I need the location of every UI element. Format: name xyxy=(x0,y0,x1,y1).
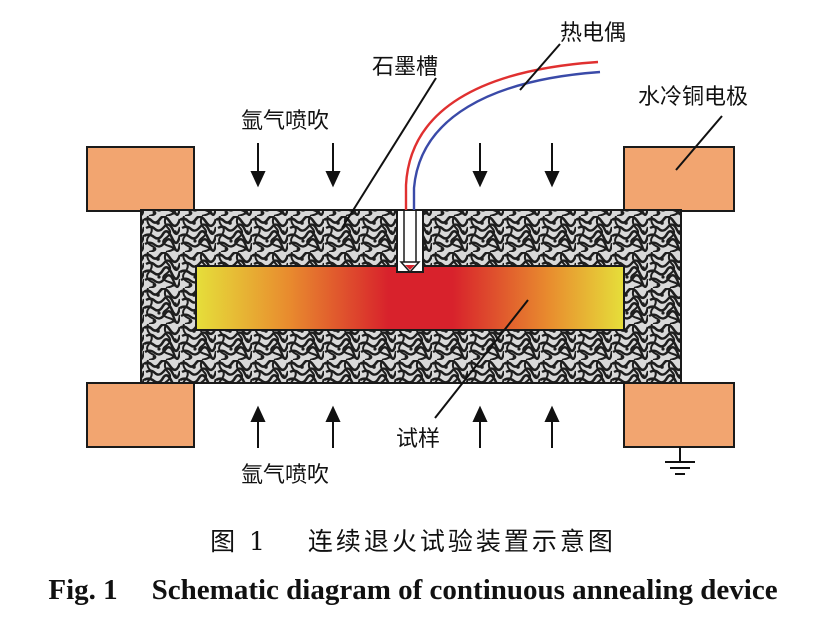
electrode-bottom-right xyxy=(623,382,735,448)
annealing-device-diagram: 热电偶 石墨槽 水冷铜电极 氩气喷吹 氩气喷吹 试样 xyxy=(86,21,749,488)
caption-chinese: 图 1 连续退火试验装置示意图 xyxy=(0,522,826,558)
leader-thermocouple xyxy=(519,43,561,91)
sample-bar xyxy=(195,265,625,331)
label-graphite-slot: 石墨槽 xyxy=(372,55,438,80)
label-water-cooled-electrode: 水冷铜电极 xyxy=(638,85,748,110)
leader-sample xyxy=(434,299,529,419)
label-argon-top: 氩气喷吹 xyxy=(241,109,329,134)
leader-graphite-slot xyxy=(341,77,437,229)
arrow-up-icon xyxy=(250,405,560,448)
caption-cn-text: 连续退火试验装置示意图 xyxy=(307,527,616,556)
label-sample: 试样 xyxy=(396,427,440,452)
ground-icon xyxy=(665,447,695,475)
thermocouple-wire-blue xyxy=(412,70,601,210)
electrode-top-left xyxy=(86,146,195,212)
caption-en-number: Fig. 1 xyxy=(48,574,118,606)
caption-english: Fig. 1 Schematic diagram of continuous an… xyxy=(0,574,826,607)
caption-cn-number: 图 1 xyxy=(210,527,268,556)
arrow-down-icon xyxy=(250,143,560,188)
caption-en-text: Schematic diagram of continuous annealin… xyxy=(151,574,778,606)
label-argon-bottom: 氩气喷吹 xyxy=(241,463,329,488)
leader-electrode xyxy=(675,115,723,171)
electrode-bottom-left xyxy=(86,382,195,448)
thermocouple-wire-red xyxy=(404,60,599,210)
label-thermocouple: 热电偶 xyxy=(560,21,626,46)
electrode-top-right xyxy=(623,146,735,212)
